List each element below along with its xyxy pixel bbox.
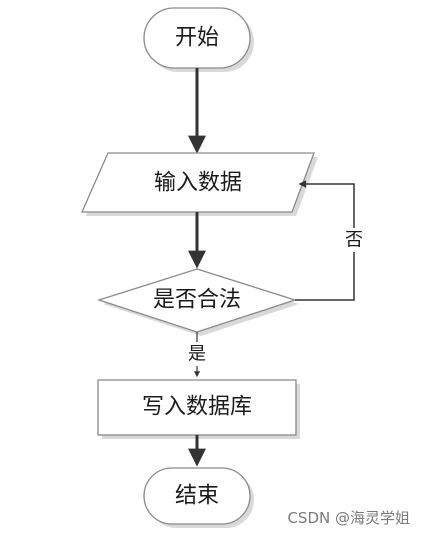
end-node: 结束 <box>143 467 254 528</box>
end-label: 结束 <box>175 484 219 509</box>
write-node: 写入数据库 <box>97 379 300 439</box>
decision-label: 是否合法 <box>153 288 241 313</box>
decision-node: 是否合法 <box>96 268 299 336</box>
watermark: CSDN @海灵学姐 <box>287 509 410 527</box>
start-label: 开始 <box>175 26 219 51</box>
yes-label: 是 <box>188 344 206 365</box>
input-label: 输入数据 <box>154 171 242 196</box>
input-node: 输入数据 <box>81 152 318 216</box>
start-node: 开始 <box>143 7 254 72</box>
write-label: 写入数据库 <box>142 395 252 420</box>
no-label: 否 <box>345 230 363 251</box>
